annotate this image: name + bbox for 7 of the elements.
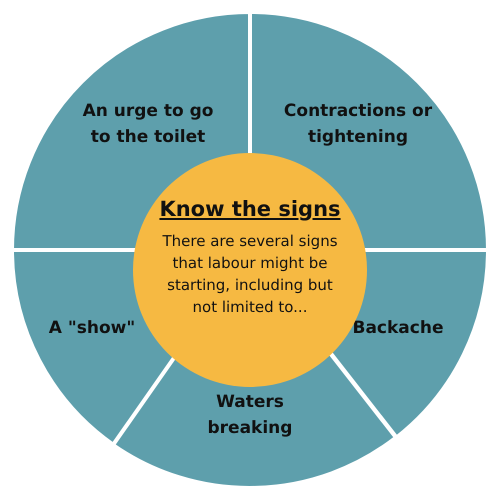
segment-label: Backache [352, 317, 444, 340]
segment-label: A "show" [48, 317, 136, 340]
segment-label: An urge to go to the toilet [82, 100, 214, 149]
heading: Know the signs [159, 197, 341, 221]
segment-label: Waters breaking [206, 391, 294, 440]
body-text: There are several signs that labour might be starting, including but not limited to... [161, 231, 339, 318]
segment-label: Contractions or tightening [283, 100, 433, 149]
